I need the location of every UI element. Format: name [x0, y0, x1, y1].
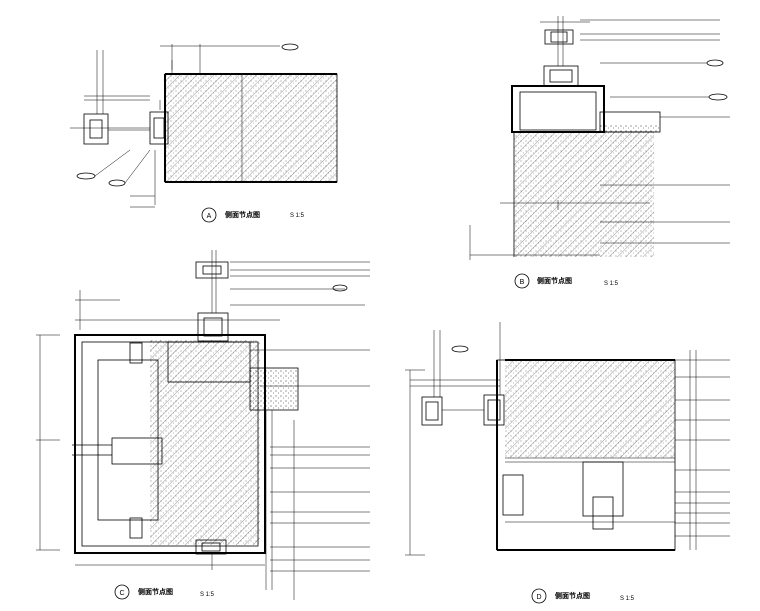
detail-d: D 侧面节点图 S 1:5: [405, 322, 730, 604]
detail-a: A 侧面节点图 S 1:5: [70, 43, 338, 223]
detail-a-marker: A: [207, 213, 212, 220]
detail-c-frame: [74, 334, 266, 554]
detail-d-marker-circle: [531, 588, 547, 604]
detail-a-marker-circle: [201, 207, 217, 223]
detail-b-scale: S 1:5: [604, 281, 619, 287]
detail-b-title: 侧面节点图: [537, 276, 572, 285]
detail-a-scale: S 1:5: [290, 213, 305, 219]
detail-a-clamp: [83, 113, 109, 145]
detail-d-scale: S 1:5: [620, 596, 635, 602]
detail-b-frame: [511, 85, 605, 133]
detail-c-title: 侧面节点图: [138, 587, 173, 596]
detail-b: B 侧面节点图 S 1:5: [469, 16, 730, 289]
detail-b-marker-circle: [514, 273, 530, 289]
detail-a-title: 侧面节点图: [225, 210, 260, 219]
detail-d-marker: D: [536, 594, 541, 601]
detail-c-scale: S 1:5: [200, 592, 215, 598]
detail-c: C 侧面节点图 S 1:5: [36, 250, 370, 600]
detail-c-marker-circle: [114, 584, 130, 600]
detail-b-marker: B: [520, 279, 525, 286]
detail-c-marker: C: [119, 590, 124, 597]
detail-d-title: 侧面节点图: [555, 591, 590, 600]
